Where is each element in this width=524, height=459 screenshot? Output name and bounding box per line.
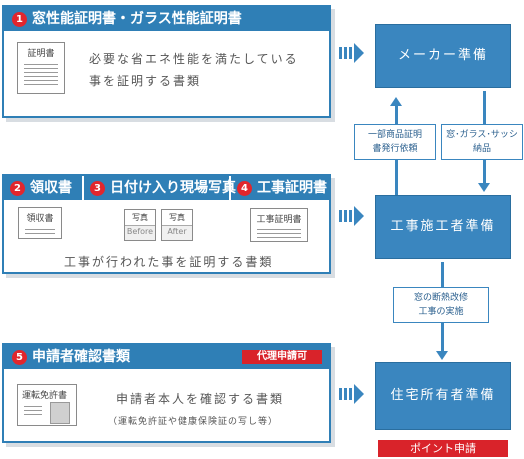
number-badge-5: 5 xyxy=(12,350,27,365)
header-construction-cert: 4 工事証明書 xyxy=(231,176,327,200)
certificate-doc-icon: 証明書 xyxy=(17,42,65,94)
box-contractor-prep: 工事施工者準備 xyxy=(375,195,511,259)
construction-cert-doc-label: 工事証明書 xyxy=(256,215,302,225)
header-receipt-label: 領収書 xyxy=(30,180,72,196)
box-manufacturer-prep: メーカー準備 xyxy=(375,24,511,88)
note-certificate-request: 一部商品証明 書発行依頼 xyxy=(354,124,436,160)
point-application-label: ポイント申請 xyxy=(378,440,508,457)
panel2-header: 2 領収書 3 日付け入り現場写真 4 工事証明書 xyxy=(4,176,329,200)
panel5-title: 申請者確認書類 xyxy=(32,349,130,365)
number-badge-3: 3 xyxy=(90,181,105,196)
arrow-down-middle xyxy=(436,351,448,360)
header-receipt: 2 領収書 xyxy=(4,176,84,200)
note-renovation-work: 窓の断熱改修 工事の実施 xyxy=(393,287,489,323)
panel5-desc-line2: （運転免許証や健康保険証の写し等） xyxy=(108,417,279,427)
header-site-photo: 3 日付け入り現場写真 xyxy=(84,176,236,200)
note-left-line1: 一部商品証明 xyxy=(367,130,422,140)
note-middle-line1: 窓の断熱改修 xyxy=(413,293,468,303)
panel1-desc-line1: 必要な省エネ性能を満たしている xyxy=(89,52,299,66)
photo-after-icon: 写真 After xyxy=(161,209,193,241)
arrow-right-2 xyxy=(339,206,364,226)
license-doc-label: 運転免許書 xyxy=(22,391,68,401)
arrow-down-right xyxy=(478,183,490,192)
certificate-doc-label: 証明書 xyxy=(27,49,55,59)
panel1-title: 窓性能証明書・ガラス性能証明書 xyxy=(32,11,242,27)
photo-after-caption: After xyxy=(167,227,187,236)
photo-before-icon: 写真 Before xyxy=(124,209,156,241)
construction-cert-doc-icon: 工事証明書 xyxy=(250,208,308,242)
note-right-line1: 窓･ガラス･サッシ xyxy=(446,130,518,140)
panel2-desc: 工事が行われた事を証明する書類 xyxy=(64,255,274,269)
number-badge-2: 2 xyxy=(10,181,25,196)
arrow-right-1 xyxy=(339,43,364,63)
receipt-doc-icon: 領収書 xyxy=(18,207,62,239)
number-badge-4: 4 xyxy=(237,181,252,196)
panel-window-certificate: 1 窓性能証明書・ガラス性能証明書 証明書 必要な省エネ性能を満たしている 事を証… xyxy=(2,5,331,118)
note-left-line2: 書発行依頼 xyxy=(372,144,418,154)
license-photo xyxy=(50,402,70,424)
receipt-doc-label: 領収書 xyxy=(26,214,54,224)
panel-applicant-id: 5 申請者確認書類 代理申請可 運転免許書 申請者本人を確認する書類 （運転免許証… xyxy=(2,343,331,443)
box-owner-prep: 住宅所有者準備 xyxy=(375,362,511,430)
arrow-right-3 xyxy=(339,384,364,404)
license-doc-icon: 運転免許書 xyxy=(17,384,77,426)
number-badge-1: 1 xyxy=(12,12,27,27)
panel1-header: 1 窓性能証明書・ガラス性能証明書 xyxy=(4,7,329,31)
photo-before-label: 写真 xyxy=(125,210,155,226)
photo-before-caption: Before xyxy=(126,227,154,236)
header-construction-cert-label: 工事証明書 xyxy=(257,180,327,196)
photo-after-label: 写真 xyxy=(162,210,192,226)
panel1-desc-line2: 事を証明する書類 xyxy=(89,74,202,88)
proxy-application-badge: 代理申請可 xyxy=(242,350,322,364)
note-delivery: 窓･ガラス･サッシ 納品 xyxy=(441,124,523,160)
note-right-line2: 納品 xyxy=(472,144,491,154)
panel5-desc-line1: 申請者本人を確認する書類 xyxy=(116,392,285,406)
note-middle-line2: 工事の実施 xyxy=(418,307,464,317)
arrow-up-left xyxy=(390,97,402,106)
panel-construction-proof: 2 領収書 3 日付け入り現場写真 4 工事証明書 領収書 写真 Before 写真 … xyxy=(2,174,331,274)
header-site-photo-label: 日付け入り現場写真 xyxy=(110,180,236,196)
